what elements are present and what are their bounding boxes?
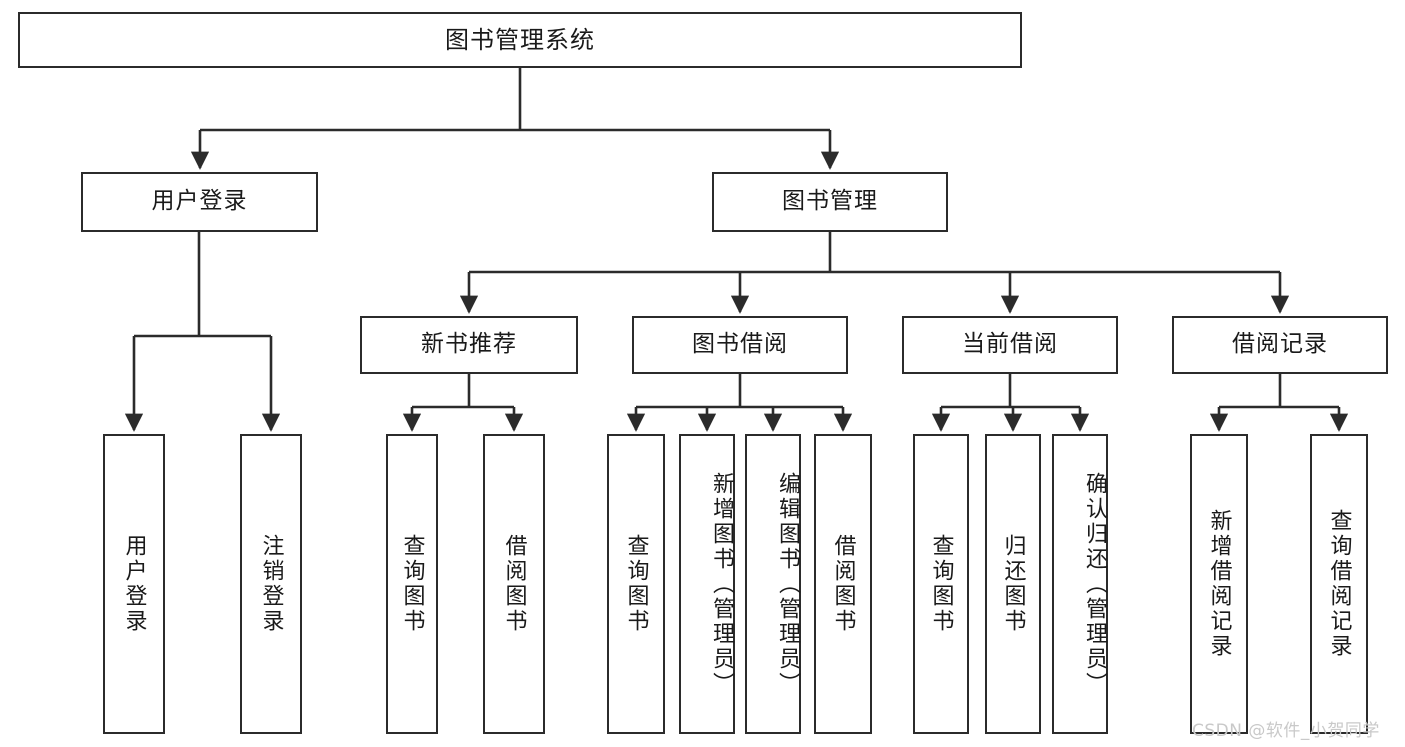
leaf-recommend-borrow-book[interactable]: 借阅图书 <box>483 434 545 734</box>
node-borrow-record[interactable]: 借阅记录 <box>1172 316 1388 374</box>
leaf-current-confirm-return-admin[interactable]: 确认归还（管理员） <box>1052 434 1108 734</box>
node-current-borrow[interactable]: 当前借阅 <box>902 316 1118 374</box>
leaf-borrow-edit-book-admin[interactable]: 编辑图书（管理员） <box>745 434 801 734</box>
node-root-system[interactable]: 图书管理系统 <box>18 12 1022 68</box>
leaf-borrow-query-book[interactable]: 查询图书 <box>607 434 665 734</box>
leaf-user-login[interactable]: 用户登录 <box>103 434 165 734</box>
leaf-record-add-borrow-record[interactable]: 新增借阅记录 <box>1190 434 1248 734</box>
leaf-record-query-borrow-record[interactable]: 查询借阅记录 <box>1310 434 1368 734</box>
leaf-borrow-borrow-book[interactable]: 借阅图书 <box>814 434 872 734</box>
node-new-book-recommendation[interactable]: 新书推荐 <box>360 316 578 374</box>
leaf-logout[interactable]: 注销登录 <box>240 434 302 734</box>
node-book-management[interactable]: 图书管理 <box>712 172 948 232</box>
csdn-watermark: CSDN @软件_小贺同学 <box>1192 721 1380 741</box>
node-book-borrow[interactable]: 图书借阅 <box>632 316 848 374</box>
node-user-login[interactable]: 用户登录 <box>81 172 318 232</box>
leaf-borrow-add-book-admin[interactable]: 新增图书（管理员） <box>679 434 735 734</box>
leaf-current-query-book[interactable]: 查询图书 <box>913 434 969 734</box>
leaf-recommend-query-book[interactable]: 查询图书 <box>386 434 438 734</box>
leaf-current-return-book[interactable]: 归还图书 <box>985 434 1041 734</box>
